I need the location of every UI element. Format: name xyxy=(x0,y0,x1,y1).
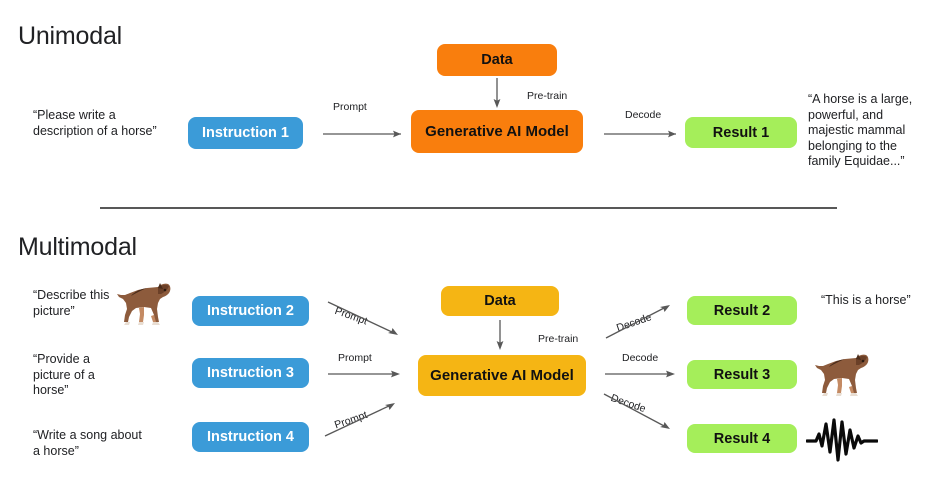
multimodal-instruction-2[interactable]: Instruction 2 xyxy=(192,296,309,326)
unimodal-model-box[interactable]: Generative AI Model xyxy=(411,110,583,153)
multimodal-row-0-prompt-text: “Describe this picture” xyxy=(33,288,110,318)
multimodal-row-0-prompt-arrow xyxy=(327,301,398,335)
unimodal-prompt-arrow xyxy=(323,130,401,138)
horse-image xyxy=(815,354,869,396)
multimodal-pretrain-edge-label: Pre-train xyxy=(538,333,579,345)
multimodal-instruction-4[interactable]: Instruction 4 xyxy=(192,422,309,452)
unimodal-instruction-1[interactable]: Instruction 1 xyxy=(188,117,303,149)
multimodal-result-3[interactable]: Result 3 xyxy=(687,360,797,389)
unimodal-prompt-edge-label: Prompt xyxy=(333,101,367,113)
multimodal-row-0-result-text: “This is a horse” xyxy=(821,293,911,307)
multimodal-section-title: Multimodal xyxy=(18,233,137,261)
multimodal-row-1-decode-edge-label: Decode xyxy=(622,352,659,364)
multimodal-row-2-prompt-text: “Write a song about a horse” xyxy=(33,428,142,458)
horse-image xyxy=(117,283,171,325)
unimodal-section-title: Unimodal xyxy=(18,22,123,50)
unimodal-data-box[interactable]: Data xyxy=(437,44,557,76)
multimodal-row-1-decode-arrow xyxy=(605,370,675,378)
multimodal-row-2-prompt-arrow xyxy=(324,403,395,437)
multimodal-row-1-prompt-edge-label: Prompt xyxy=(338,352,372,364)
unimodal-decode-arrow xyxy=(604,130,676,138)
multimodal-row-1-prompt-arrow xyxy=(328,370,400,378)
unimodal-pretrain-arrow xyxy=(493,78,501,108)
multimodal-row-1-prompt-text: “Provide a picture of a horse” xyxy=(33,352,95,397)
unimodal-prompt-text: “Please write a description of a horse” xyxy=(33,108,157,138)
unimodal-pretrain-edge-label: Pre-train xyxy=(527,90,568,102)
unimodal-decode-edge-label: Decode xyxy=(625,109,662,121)
multimodal-result-2[interactable]: Result 2 xyxy=(687,296,797,325)
multimodal-model-box[interactable]: Generative AI Model xyxy=(418,355,586,396)
unimodal-result-text: “A horse is a large, powerful, and majes… xyxy=(808,92,913,168)
section-divider xyxy=(100,207,837,209)
multimodal-row-2-decode-arrow xyxy=(603,393,670,429)
audio-waveform-icon xyxy=(806,418,878,462)
unimodal-result-1[interactable]: Result 1 xyxy=(685,117,797,148)
multimodal-result-4[interactable]: Result 4 xyxy=(687,424,797,453)
multimodal-data-box[interactable]: Data xyxy=(441,286,559,316)
multimodal-pretrain-arrow xyxy=(496,320,504,350)
multimodal-row-0-decode-arrow xyxy=(605,305,670,339)
multimodal-instruction-3[interactable]: Instruction 3 xyxy=(192,358,309,388)
